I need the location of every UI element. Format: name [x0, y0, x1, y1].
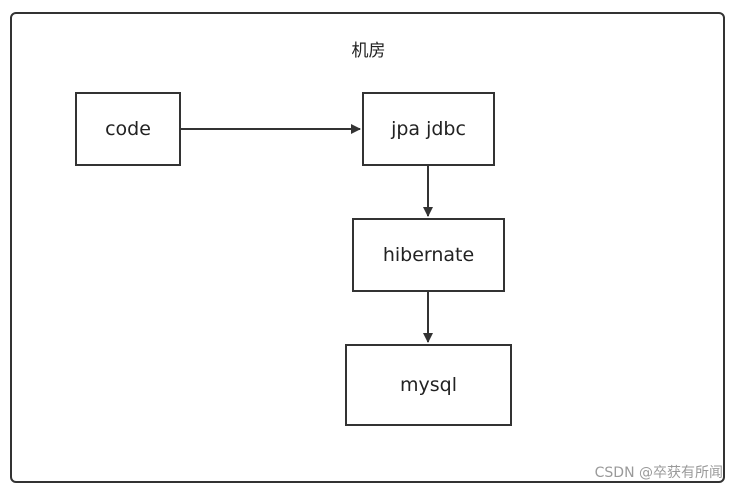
node-code-label: code — [105, 118, 151, 140]
node-code: code — [75, 92, 181, 166]
node-mysql: mysql — [345, 344, 512, 426]
node-jpa-jdbc: jpa jdbc — [362, 92, 495, 166]
diagram-title: 机房 — [351, 41, 386, 61]
node-mysql-label: mysql — [400, 374, 457, 396]
node-jpa-jdbc-label: jpa jdbc — [391, 118, 466, 140]
watermark: CSDN @卒获有所闻 — [594, 465, 723, 481]
node-hibernate: hibernate — [352, 218, 505, 292]
node-hibernate-label: hibernate — [382, 244, 475, 266]
